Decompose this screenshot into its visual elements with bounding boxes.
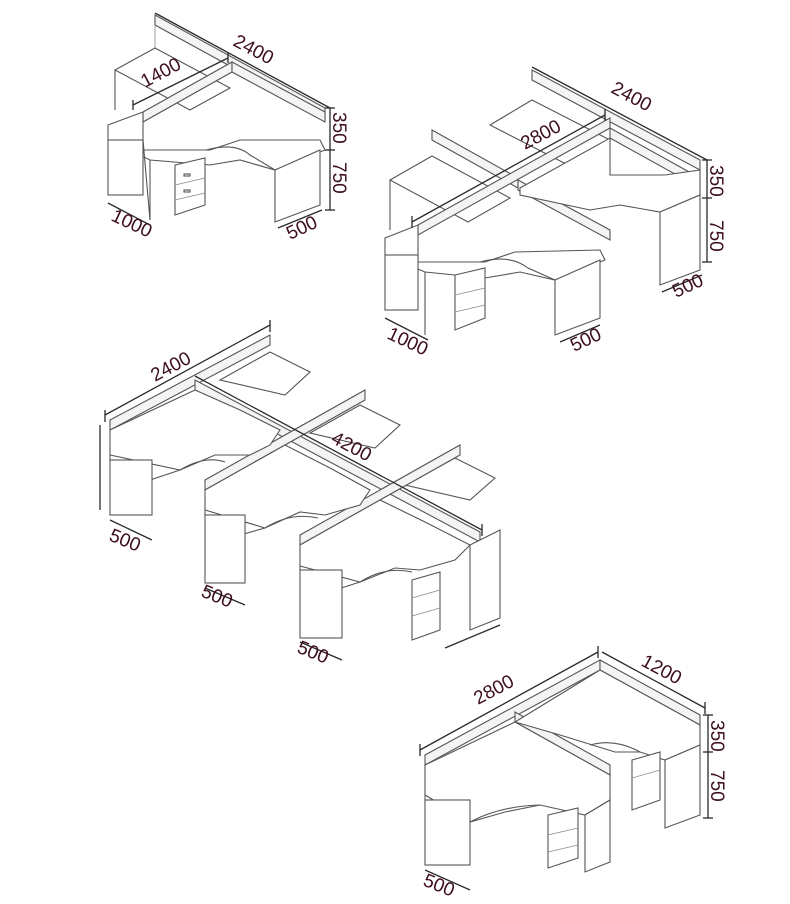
- rear-desktop-left: [388, 155, 512, 223]
- drawer-unit: [174, 157, 206, 216]
- desk-1-side: [109, 459, 153, 516]
- dim-line-1400: [132, 57, 229, 106]
- desk-2-side: [204, 514, 246, 584]
- rear-leg: [664, 744, 701, 829]
- cross-screen-2: [299, 444, 461, 546]
- dim-unit1-desk-height: 750: [328, 162, 349, 194]
- drawer-unit-front: [547, 807, 579, 869]
- rear-desktop: [113, 47, 232, 111]
- workstation-4: 2800 1200 350 750 500: [419, 646, 727, 902]
- front-left-leg: [554, 259, 601, 336]
- long-rear-screen: [109, 334, 271, 431]
- right-side-panel: [274, 149, 321, 223]
- dim-unit2-desk-height: 750: [705, 220, 726, 252]
- dim-line-2400: [154, 12, 331, 109]
- dim-unit2-return-1: 500: [567, 324, 605, 356]
- end-leg: [469, 529, 501, 631]
- rear-return-1: [218, 351, 311, 396]
- dim-unit1-desk-depth: 1000: [108, 205, 155, 242]
- dim-unit3-return-c: 500: [294, 637, 331, 668]
- workstation-1: 2400 1400 350 750 1000 500: [107, 12, 349, 245]
- cross-screen-1: [204, 389, 366, 491]
- dim-unit4-screen-height: 350: [706, 720, 727, 752]
- workstation-3: 2400 4200 500 500 500: [99, 320, 501, 669]
- workstation-2: 2400 2800 350 750 1000 500 500: [384, 66, 726, 360]
- dim-line-4200: [194, 375, 483, 531]
- dim-line-1200: [601, 651, 706, 709]
- dim-line-2800: [411, 114, 606, 223]
- dim-unit1-screen-height: 350: [328, 112, 349, 144]
- drawer-unit-front-left: [454, 267, 486, 331]
- dim-unit2-screen-height: 350: [705, 165, 726, 197]
- dim-unit3-return-a: 500: [106, 525, 143, 556]
- desk-3-side: [299, 569, 343, 639]
- dim-unit4-return: 500: [420, 870, 457, 901]
- front-leg: [584, 799, 611, 873]
- dim-line-2400: [104, 324, 271, 416]
- front-right-leg: [659, 194, 701, 286]
- drawer-unit-rear: [631, 751, 661, 811]
- dim-line-2800: [419, 651, 599, 751]
- left-side-panel: [107, 139, 144, 196]
- dim-unit4-desk-height: 750: [706, 770, 727, 802]
- rear-return-2: [308, 404, 401, 449]
- dim-unit3-return-b: 500: [198, 581, 235, 612]
- front-left-side-panel: [384, 254, 419, 311]
- dim-line-2400: [531, 66, 708, 161]
- rear-return-3: [403, 457, 496, 501]
- drawer-unit-3: [411, 571, 441, 641]
- dim-unit4-width: 2800: [470, 671, 517, 709]
- front-side-panel: [424, 799, 471, 866]
